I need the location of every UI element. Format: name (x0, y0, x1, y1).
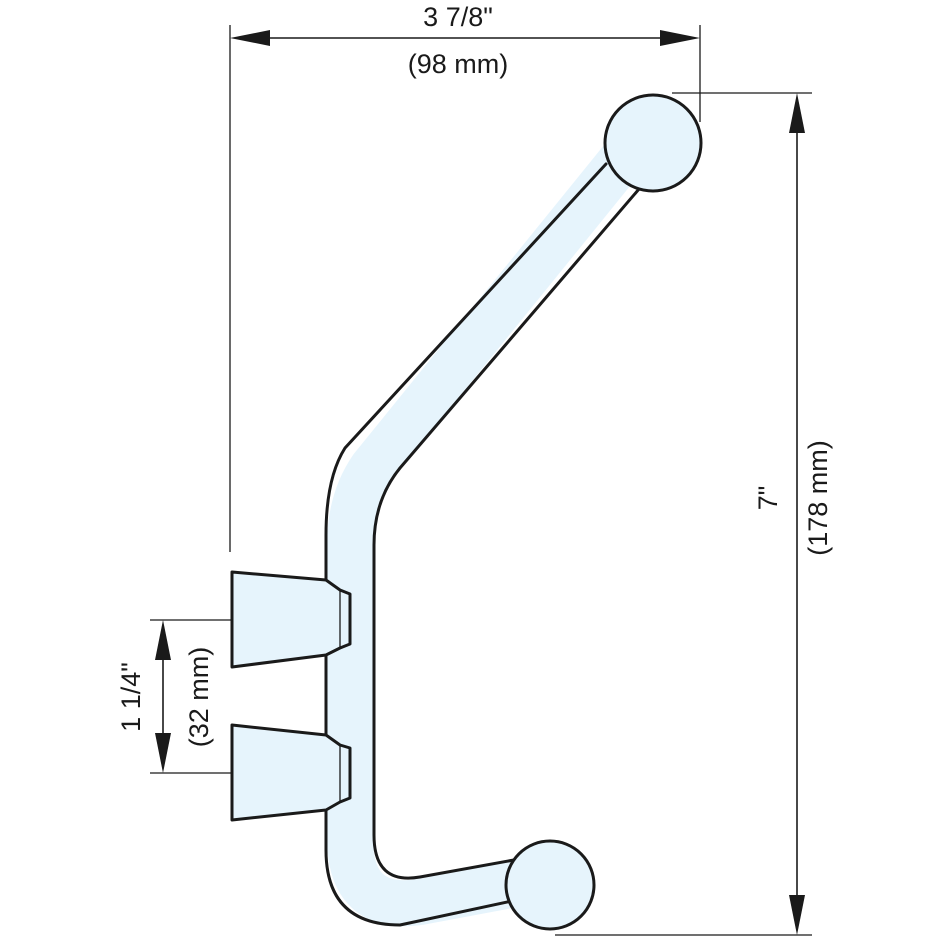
spacing-arrow-bottom (155, 733, 171, 773)
spacing-arrow-top (155, 620, 171, 660)
width-metric-label: (98 mm) (408, 49, 509, 79)
bracket-upper-body (230, 570, 352, 669)
height-arrow-top (789, 93, 805, 133)
spacing-imperial-label: 1 1/4" (116, 662, 146, 732)
height-metric-label: (178 mm) (803, 440, 833, 556)
width-arrow-left (230, 30, 270, 46)
bracket-lower-body (230, 723, 352, 822)
hook-body (324, 129, 651, 927)
hook-body-outline-outer (324, 162, 608, 927)
width-dimension: 3 7/8" (98 mm) (229, 2, 701, 552)
spacing-dimension: 1 1/4" (32 mm) (116, 619, 232, 774)
hook-body-fill (327, 129, 651, 927)
mounting-bracket-upper (230, 570, 352, 669)
bottom-ball-end (504, 839, 596, 931)
top-ball-end (603, 93, 703, 193)
spacing-metric-label: (32 mm) (184, 647, 214, 748)
hook-body-outline-inner (372, 180, 647, 880)
width-arrow-right (660, 30, 700, 46)
height-arrow-bottom (789, 895, 805, 935)
height-imperial-label: 7" (753, 486, 783, 511)
width-imperial-label: 3 7/8" (423, 2, 493, 32)
height-dimension: 7" (178 mm) (555, 92, 833, 936)
mounting-bracket-lower (230, 723, 352, 822)
